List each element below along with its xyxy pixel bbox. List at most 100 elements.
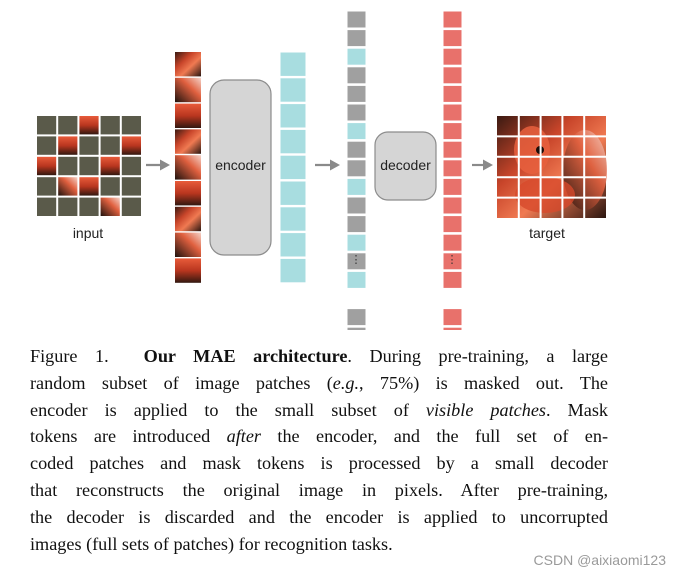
encoded-token (346, 233, 367, 252)
masked-patch (79, 136, 99, 155)
caption-text: the encoder, and the full set of en- (261, 426, 609, 447)
mask-token (346, 159, 367, 178)
input-image (37, 116, 141, 216)
decoder-token (442, 140, 463, 159)
encoded-tokens-column (279, 51, 307, 284)
visible-patch-tile (175, 206, 201, 232)
visible-patch (79, 116, 99, 135)
arrow-encoder-to-tokens (315, 159, 340, 171)
caption-text: coded patches and mask tokens is process… (30, 453, 608, 474)
visible-patch-tile (175, 258, 201, 283)
mae-diagram-svg: input encoder ⋮ decoder ⋮ target (37, 10, 607, 420)
encoded-token (279, 103, 307, 129)
visible-patch-tile (175, 103, 201, 128)
masked-patch (37, 177, 57, 196)
ellipsis-mark-2: ⋮ (447, 254, 458, 266)
mask-token (346, 29, 367, 48)
masked-patch (58, 116, 78, 135)
caption-emphasis: visible patches (425, 399, 546, 420)
decoder-token (442, 159, 463, 178)
mask-token (346, 252, 367, 271)
visible-patch (58, 136, 78, 155)
decoder-token (442, 10, 463, 29)
visible-patch (100, 197, 120, 216)
mask-token (346, 66, 367, 85)
masked-patch (37, 116, 57, 135)
decoder-token (442, 47, 463, 66)
encoded-token (279, 51, 307, 77)
decoder-token (442, 177, 463, 196)
masked-patch (100, 116, 120, 135)
masked-patch (79, 156, 99, 176)
decoder-token (442, 29, 463, 48)
mask-token (346, 84, 367, 103)
masked-patch (121, 197, 141, 216)
encoded-token (279, 206, 307, 232)
masked-patch (100, 177, 120, 196)
mask-token (346, 103, 367, 122)
masked-patch (121, 177, 141, 196)
decoder-token (442, 270, 463, 289)
caption-text: , 75%) is masked out. The (359, 372, 608, 393)
visible-patch-tile (175, 181, 201, 206)
target-image (497, 116, 607, 218)
encoded-token (279, 77, 307, 103)
visible-patch (79, 177, 99, 196)
encoded-token (346, 47, 367, 66)
caption-text: images (full sets of patches) for recogn… (30, 533, 393, 554)
decoder-token (442, 84, 463, 103)
caption-text: . During pre-training, a large (347, 346, 609, 366)
encoded-token (346, 122, 367, 141)
encoder-block (209, 79, 272, 256)
encoded-token (279, 128, 307, 155)
decoder-token (442, 308, 463, 327)
encoded-token (279, 257, 307, 284)
ellipsis-mark-1: ⋮ (351, 254, 362, 266)
caption-title: Our MAE architecture (143, 346, 348, 366)
watermark: CSDN @aixiaomi123 (533, 552, 666, 568)
visible-patch-tile (175, 52, 201, 77)
encoded-token (279, 232, 307, 258)
encoded-token (346, 177, 367, 196)
encoder-label: encoder (215, 157, 266, 173)
masked-patch (37, 197, 57, 216)
encoded-token (346, 270, 367, 289)
caption-text: that reconstructs the original image in … (30, 479, 608, 500)
visible-patch (58, 177, 78, 196)
caption-text: random subset of image patches ( (30, 372, 333, 393)
decoder-token (442, 233, 463, 252)
mask-token (346, 326, 367, 345)
masked-patch (58, 197, 78, 216)
target-label: target (529, 225, 565, 241)
caption-text: encoder is applied to the small subset o… (30, 399, 426, 420)
masked-patch (79, 197, 99, 216)
decoder-token (442, 215, 463, 234)
caption-emphasis: e.g. (332, 372, 360, 393)
decoder-token (442, 196, 463, 215)
masked-patch (121, 116, 141, 135)
visible-patch (37, 156, 57, 176)
encoded-token (279, 180, 307, 206)
visible-patches-column (175, 52, 201, 283)
mask-token (346, 215, 367, 234)
mask-token (346, 196, 367, 215)
decoder-token (442, 326, 463, 345)
encoded-token (279, 154, 307, 181)
masked-patch (100, 136, 120, 155)
masked-patch (37, 136, 57, 155)
caption-text: . Mask (546, 399, 609, 420)
arrow-input-to-patches (146, 159, 170, 171)
mae-diagram: input encoder ⋮ decoder ⋮ target (37, 10, 607, 420)
decoder-token (442, 122, 463, 141)
visible-patch (100, 156, 120, 176)
masked-patch (58, 156, 78, 176)
visible-patch-tile (175, 129, 201, 154)
decoder-token (442, 103, 463, 122)
decoder-block (374, 131, 437, 201)
visible-patch-tile (175, 232, 201, 257)
full-token-sequence (346, 10, 367, 420)
mask-token (346, 140, 367, 159)
caption-text: the decoder is discarded and the encoder… (30, 506, 608, 527)
arrow-decoder-to-target (472, 159, 493, 171)
decoder-token (442, 252, 463, 271)
